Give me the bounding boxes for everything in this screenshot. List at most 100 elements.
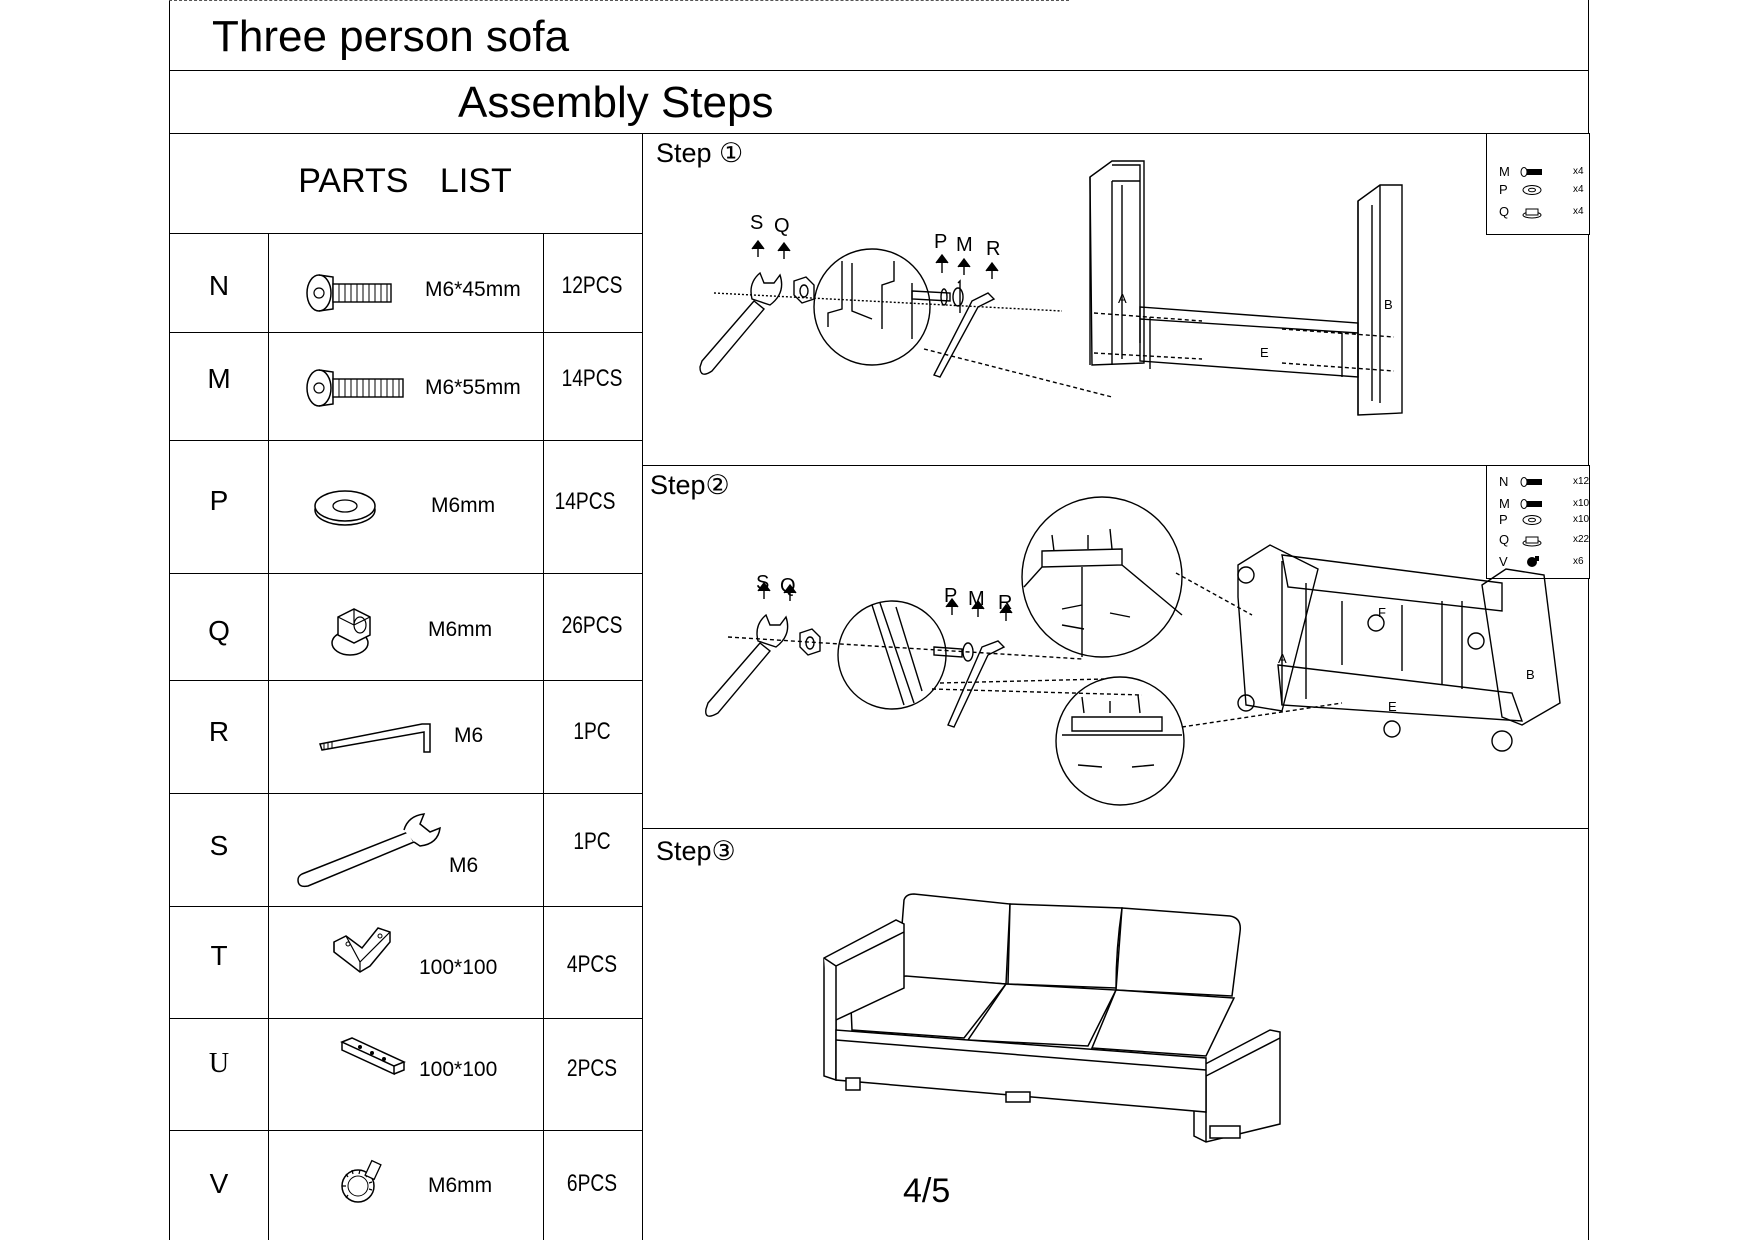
bolt-45-icon (306, 274, 392, 312)
washer-icon (940, 288, 948, 306)
hardware-count: x10 (1573, 498, 1590, 509)
left-armrest (823, 919, 905, 1082)
step-1-hardware-box: M x4 P x4 Q x4 (1486, 133, 1590, 235)
panel-label: A (1118, 291, 1127, 306)
part-letter: N (208, 270, 230, 301)
assembly-steps-heading: Assembly Steps (458, 78, 774, 127)
hardware-count: x6 (1573, 556, 1584, 567)
parts-heading-divider (169, 233, 643, 234)
parts-row-divider (169, 906, 643, 907)
callout-label: P (944, 585, 957, 607)
base-panel-e (1277, 664, 1524, 722)
part-spec: M6 (454, 724, 484, 747)
part-quantity: 26PCS (561, 612, 623, 639)
parts-row-divider (169, 1130, 643, 1131)
callout-label: M (956, 234, 973, 256)
frame-right-border (1588, 0, 1589, 1240)
base-panel-e (1139, 306, 1359, 378)
flange-nut-icon (331, 608, 371, 656)
header-divider (169, 70, 1589, 71)
step-2-hardware-box: N x12 M x10 P x10 Q x22 V x6 (1486, 465, 1590, 579)
part-quantity: 1PC (573, 718, 611, 745)
wrench-icon (705, 642, 771, 717)
step-1-diagram: S Q P M R A B E (699, 160, 1403, 416)
callout-label: M (968, 588, 985, 610)
thumb-screw-icon (1527, 555, 1539, 567)
part-letter: Q (208, 615, 230, 646)
panel-label: E (1388, 699, 1397, 714)
hardware-count: x12 (1573, 476, 1590, 487)
parts-row-divider (169, 332, 643, 333)
part-letter: R (208, 716, 230, 747)
bolt-icon (1520, 498, 1542, 509)
l-bracket-icon (333, 927, 391, 973)
hardware-letter: P (1499, 512, 1508, 527)
side-panel-a (1237, 544, 1319, 712)
panel-label: B (1526, 667, 1535, 682)
hardware-count: x10 (1573, 514, 1590, 525)
callout-label: S (750, 212, 763, 234)
part-spec: 100*100 (419, 956, 498, 979)
part-quantity: 4PCS (566, 951, 618, 978)
right-armrest (1193, 1029, 1281, 1143)
frame-top-border (169, 0, 1069, 1)
document-title: Three person sofa (212, 12, 570, 61)
back-panel-f (1281, 554, 1503, 612)
part-spec: M6mm (428, 1174, 493, 1197)
detail-magnifier (1021, 496, 1183, 658)
callout-label: S (756, 572, 769, 594)
subheader-divider (169, 133, 1589, 134)
hardware-letter: Q (1499, 532, 1510, 547)
step-2-diagram: S Q P M R F A B E (705, 496, 1561, 806)
wrench-icon (297, 813, 441, 888)
allen-key-icon (947, 640, 1006, 728)
step-3-label: Step③ (656, 836, 736, 866)
callout-label: Q (774, 215, 790, 237)
allen-key-icon (319, 723, 431, 753)
callout-label: R (986, 238, 1000, 260)
parts-list-heading: PARTS LIST (298, 162, 512, 200)
flat-bracket-icon (340, 1037, 406, 1076)
frame-left-border (169, 0, 170, 1240)
bolt-icon (1520, 166, 1542, 177)
page-number: 4/5 (903, 1172, 951, 1210)
hardware-letter: P (1499, 182, 1508, 197)
part-letter: T (210, 940, 228, 971)
allen-key-icon (933, 292, 996, 378)
step-divider (642, 465, 1589, 466)
part-quantity: 6PCS (566, 1170, 618, 1197)
part-letter: P (209, 485, 229, 516)
part-quantity: 1PC (573, 828, 611, 855)
bolt-55-icon (306, 369, 404, 407)
side-panel-b (1481, 568, 1561, 726)
washer-icon (1522, 514, 1542, 525)
part-spec: M6*45mm (425, 278, 521, 301)
part-spec: M6*55mm (425, 376, 521, 399)
thumb-screw-icon (341, 1159, 382, 1203)
hardware-letter: V (1499, 554, 1508, 569)
part-quantity: 14PCS (561, 365, 623, 392)
part-quantity: 14PCS (554, 488, 616, 515)
hardware-letter: M (1499, 164, 1510, 179)
parts-row-divider (169, 1018, 643, 1019)
hardware-count: x4 (1573, 184, 1584, 195)
washer-icon (314, 490, 376, 526)
parts-steps-divider (642, 133, 643, 1240)
flange-nut-icon (793, 276, 815, 304)
parts-row-divider (169, 680, 643, 681)
panel-label: B (1384, 297, 1393, 312)
part-spec: M6 (449, 854, 479, 877)
hardware-letter: M (1499, 496, 1510, 511)
panel-label: F (1378, 605, 1386, 620)
parts-col-divider-1 (268, 233, 269, 1240)
panel-label: A (1278, 651, 1287, 666)
side-panel-a (1089, 160, 1145, 366)
part-spec: M6mm (431, 494, 496, 517)
hardware-count: x4 (1573, 166, 1584, 177)
panel-label: E (1260, 345, 1269, 360)
step-2-label: Step② (650, 470, 730, 500)
part-letter: U (208, 1048, 230, 1079)
washer-icon (1522, 184, 1542, 195)
hardware-letter: N (1499, 474, 1509, 489)
part-quantity: 2PCS (566, 1055, 618, 1082)
